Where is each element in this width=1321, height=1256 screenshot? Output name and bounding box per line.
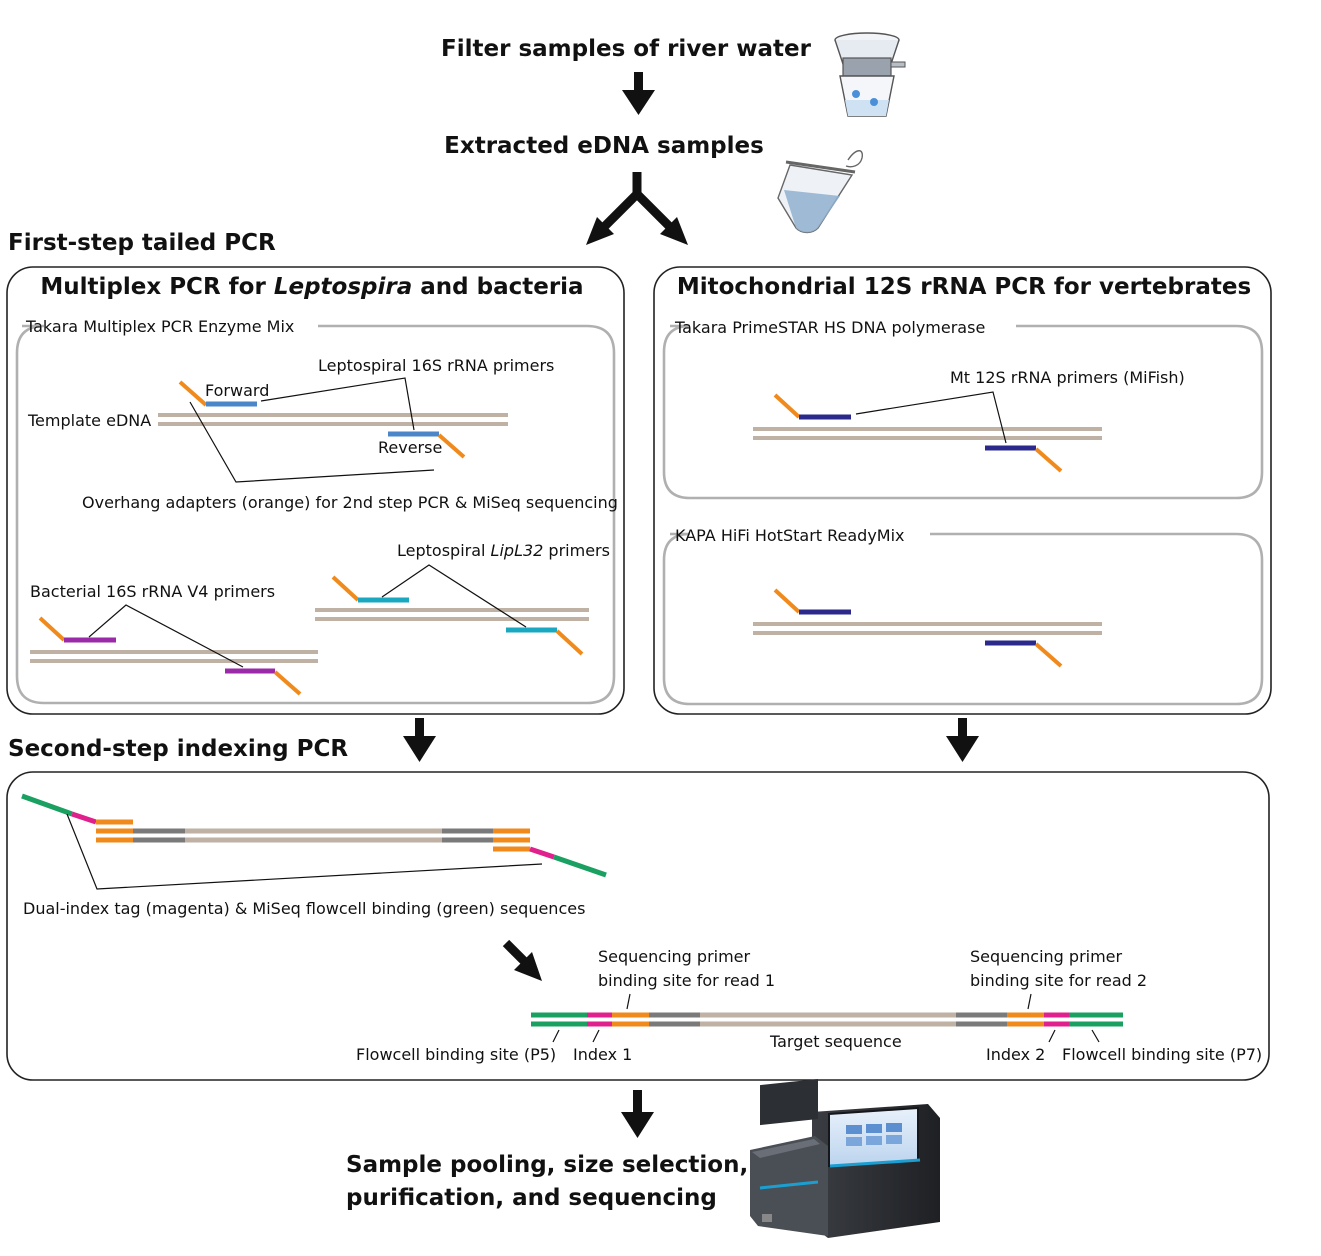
dual-index-leader bbox=[66, 813, 543, 890]
mifish-forward-primer-2 bbox=[773, 588, 851, 615]
p5-tick bbox=[552, 1029, 560, 1043]
filter-funnel-icon bbox=[834, 32, 906, 117]
dual-index-label: Dual-index tag (magenta) & MiSeq flowcel… bbox=[23, 899, 585, 918]
p5-label: Flowcell binding site (P5) bbox=[356, 1045, 556, 1064]
bact16s-forward-primer bbox=[38, 616, 116, 643]
flow-arrow-left bbox=[403, 718, 436, 762]
lepto16s-leader bbox=[260, 377, 415, 431]
bact16s-leader bbox=[88, 604, 244, 668]
mifish-template-2 bbox=[753, 622, 1102, 635]
template-edna-strands bbox=[158, 413, 508, 426]
split-arrow bbox=[586, 172, 688, 245]
reverse-label: Reverse bbox=[378, 438, 442, 457]
sample-tube-icon bbox=[777, 150, 863, 234]
target-sequence-label: Target sequence bbox=[769, 1032, 902, 1051]
seq-primer-2-line2: binding site for read 2 bbox=[970, 971, 1147, 990]
flow-arrow-final bbox=[621, 1090, 654, 1138]
seq-primer-1-line2: binding site for read 1 bbox=[598, 971, 775, 990]
lepto16s-forward-primer bbox=[178, 380, 257, 407]
indexing-panel bbox=[6, 771, 1270, 1081]
lipl32-template bbox=[315, 608, 589, 621]
bact16s-primers-label: Bacterial 16S rRNA V4 primers bbox=[30, 582, 275, 601]
index1-tick bbox=[592, 1029, 600, 1043]
index2-label: Index 2 bbox=[986, 1045, 1045, 1064]
mifish-forward-primer-1 bbox=[773, 393, 851, 420]
final-library bbox=[531, 1012, 1123, 1027]
mifish-leader bbox=[855, 391, 1007, 444]
lepto16s-reverse-primer bbox=[388, 431, 466, 459]
lepto16s-primers-label: Leptospiral 16S rRNA primers bbox=[318, 356, 554, 375]
mifish-primers-label: Mt 12S rRNA primers (MiFish) bbox=[950, 368, 1185, 387]
multiplex-panel bbox=[6, 266, 625, 715]
multiplex-title: Multiplex PCR for Leptospira and bacteri… bbox=[40, 274, 583, 300]
filter-step-label: Filter samples of river water bbox=[441, 36, 812, 62]
seq-primer-2-line1: Sequencing primer bbox=[970, 947, 1123, 966]
p7-tick bbox=[1091, 1029, 1100, 1043]
final-step-line2: purification, and sequencing bbox=[346, 1185, 717, 1211]
bact16s-template bbox=[30, 650, 318, 663]
kapa-enzyme-box bbox=[662, 532, 1264, 706]
mifish-reverse-primer-2 bbox=[985, 640, 1063, 668]
index2-tick bbox=[1048, 1029, 1056, 1043]
primestar-enzyme-label: Takara PrimeSTAR HS DNA polymerase bbox=[674, 318, 985, 337]
overhang-label: Overhang adapters (orange) for 2nd step … bbox=[82, 493, 618, 512]
extract-step-label: Extracted eDNA samples bbox=[444, 133, 764, 159]
flow-arrow-right bbox=[946, 718, 979, 762]
mifish-reverse-primer-1 bbox=[985, 445, 1063, 473]
flow-arrow-1 bbox=[622, 72, 655, 115]
multiplex-enzyme-label: Takara Multiplex PCR Enzyme Mix bbox=[25, 317, 294, 336]
template-edna-label: Template eDNA bbox=[27, 411, 151, 430]
forward-label: Forward bbox=[205, 381, 269, 400]
p7-label: Flowcell binding site (P7) bbox=[1062, 1045, 1262, 1064]
seq-primer-1-line1: Sequencing primer bbox=[598, 947, 751, 966]
seq-primer-1-tick bbox=[626, 993, 631, 1010]
diagonal-arrow bbox=[502, 939, 542, 981]
mito-panel bbox=[653, 266, 1272, 715]
first-step-heading: First-step tailed PCR bbox=[8, 230, 276, 256]
seq-primer-2-tick bbox=[1027, 993, 1032, 1010]
mito-title: Mitochondrial 12S rRNA PCR for vertebrat… bbox=[677, 274, 1251, 300]
lipl32-reverse-primer bbox=[506, 627, 584, 656]
primestar-enzyme-box bbox=[662, 324, 1264, 500]
overhang-leader bbox=[189, 401, 435, 483]
final-step-line1: Sample pooling, size selection, bbox=[346, 1152, 748, 1178]
bact16s-reverse-primer bbox=[225, 668, 302, 696]
lipl32-primers-label: Leptospiral LipL32 primers bbox=[397, 541, 610, 560]
index1-label: Index 1 bbox=[573, 1045, 632, 1064]
lipl32-leader bbox=[381, 564, 527, 628]
sequencer-icon bbox=[750, 1079, 940, 1238]
multiplex-enzyme-box bbox=[15, 324, 616, 705]
indexing-construct-top bbox=[21, 793, 607, 878]
kapa-enzyme-label: KAPA HiFi HotStart ReadyMix bbox=[675, 526, 905, 545]
lipl32-forward-primer bbox=[331, 575, 409, 603]
second-step-heading: Second-step indexing PCR bbox=[8, 736, 348, 762]
mifish-template-1 bbox=[753, 427, 1102, 440]
